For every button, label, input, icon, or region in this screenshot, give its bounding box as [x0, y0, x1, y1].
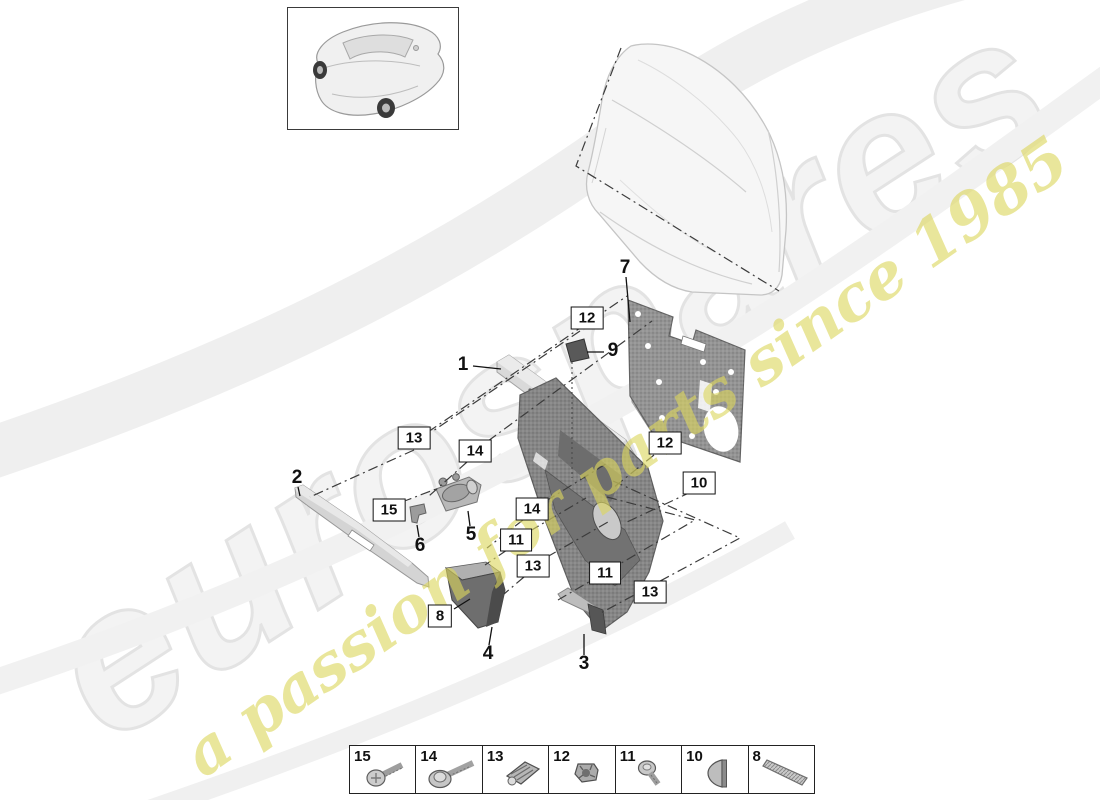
- legend-num-12: 12: [553, 748, 570, 765]
- short-screw-icon: [638, 760, 661, 786]
- legend-cell-10[interactable]: 10: [682, 746, 749, 793]
- callout-6[interactable]: 6: [414, 535, 426, 556]
- legend-cell-8[interactable]: 8: [749, 746, 814, 793]
- vehicle-thumbnail-box: [287, 7, 459, 130]
- callout-7[interactable]: 7: [619, 257, 631, 278]
- legend-num-8: 8: [752, 748, 761, 765]
- armrest-cap-part-4: [444, 561, 506, 629]
- callout-3[interactable]: 3: [578, 653, 590, 674]
- legend-cell-12[interactable]: 12: [549, 746, 616, 793]
- callout-8[interactable]: 8: [427, 604, 453, 628]
- callout-15[interactable]: 15: [372, 498, 406, 522]
- callout-2[interactable]: 2: [291, 467, 303, 488]
- callout-9[interactable]: 9: [607, 340, 619, 361]
- callout-11-bottom[interactable]: 11: [589, 561, 621, 585]
- callout-12-top[interactable]: 12: [570, 306, 604, 330]
- callout-13-bottom[interactable]: 13: [633, 580, 667, 604]
- legend-num-13: 13: [486, 748, 504, 765]
- trim-strip-icon: [762, 759, 808, 786]
- legend-cell-14[interactable]: 14: [416, 746, 483, 793]
- cap-plug-icon: [706, 759, 727, 788]
- callout-10[interactable]: 10: [682, 471, 716, 495]
- callout-5[interactable]: 5: [465, 524, 477, 545]
- fastener-legend: 15 14 13 12: [349, 745, 815, 794]
- legend-num-11: 11: [619, 748, 636, 765]
- legend-num-10: 10: [686, 748, 703, 765]
- legend-num-14: 14: [420, 748, 438, 765]
- door-carrier-plate: [627, 299, 746, 463]
- trim-strip-part-2: [294, 484, 430, 588]
- legend-cell-15[interactable]: 15: [350, 746, 417, 793]
- clip-part-6: [409, 503, 427, 524]
- callout-14-left[interactable]: 14: [458, 439, 492, 463]
- clip-part-9: [565, 338, 590, 363]
- grommet-nut-icon: [574, 763, 599, 783]
- handle-bracket-part-5: [435, 473, 482, 512]
- retaining-clip-icon: [506, 761, 541, 786]
- leader-lines: [297, 276, 631, 655]
- callout-1[interactable]: 1: [457, 354, 469, 375]
- legend-num-15: 15: [354, 748, 371, 765]
- pan-head-screw-icon: [366, 762, 404, 787]
- washer-screw-icon: [428, 760, 475, 789]
- door-shell: [585, 43, 788, 296]
- vehicle-thumbnail: [313, 22, 445, 118]
- callout-13-left[interactable]: 13: [397, 426, 431, 450]
- callout-13-mid[interactable]: 13: [516, 554, 550, 578]
- legend-cell-13[interactable]: 13: [483, 746, 550, 793]
- legend-cell-11[interactable]: 11: [616, 746, 683, 793]
- door-trim-panel: [517, 377, 664, 632]
- callout-12-right[interactable]: 12: [648, 431, 682, 455]
- callout-4[interactable]: 4: [482, 643, 494, 664]
- callout-14-mid[interactable]: 14: [515, 497, 549, 521]
- callout-11-mid[interactable]: 11: [500, 528, 532, 552]
- trim-part-3: [557, 587, 607, 635]
